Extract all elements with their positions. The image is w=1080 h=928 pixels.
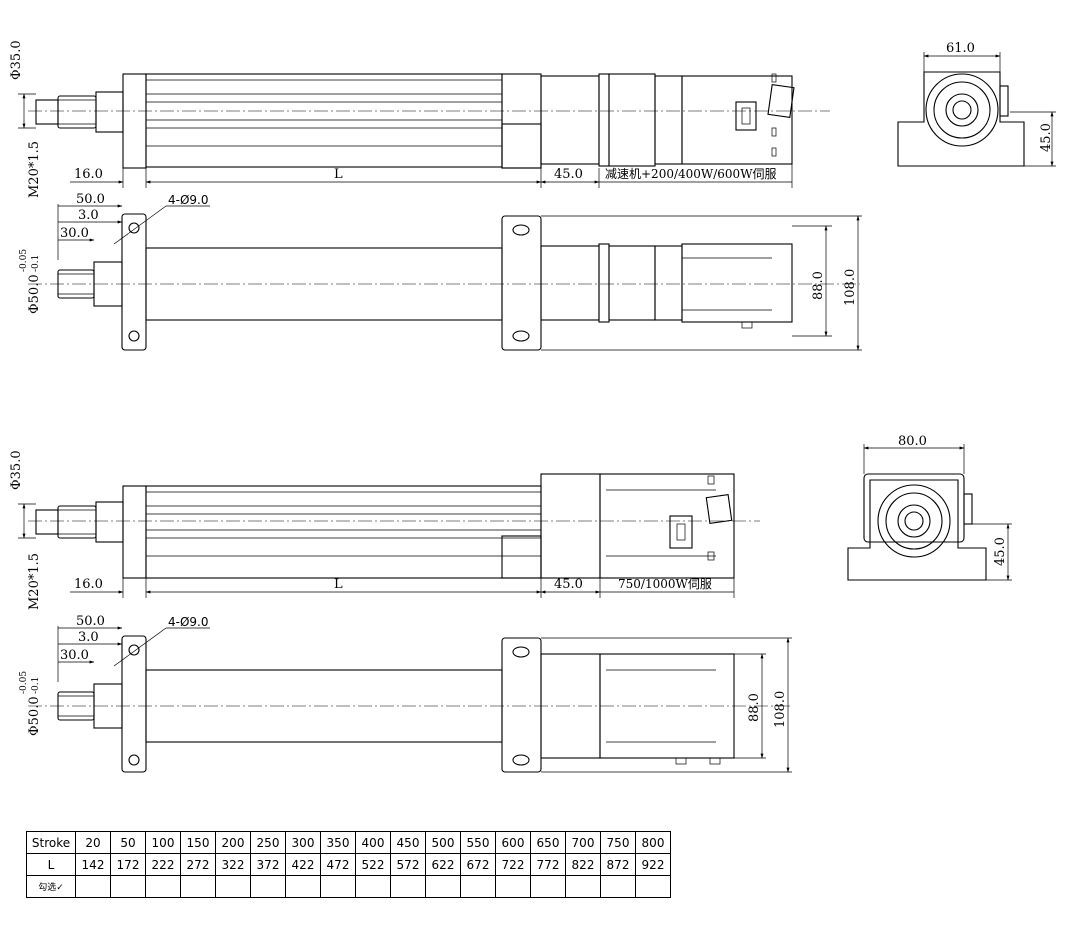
a-dim-108-label: 108.0 xyxy=(843,269,858,306)
b-tol-upper-label: -0.05 xyxy=(19,671,29,694)
check-cell[interactable] xyxy=(390,875,426,898)
check-cell[interactable] xyxy=(355,875,391,898)
stroke-cell: 400 xyxy=(355,831,391,854)
stroke-cell: 350 xyxy=(320,831,356,854)
b-holes-label: 4-Ø9.0 xyxy=(168,615,209,629)
b-end-height-label: 45.0 xyxy=(993,537,1008,566)
a-dia-body-label: Φ50.0 xyxy=(27,274,42,314)
check-cell[interactable] xyxy=(600,875,636,898)
length-cell: 322 xyxy=(215,853,251,876)
length-cell: 672 xyxy=(460,853,496,876)
length-cell: 522 xyxy=(355,853,391,876)
b-dim-108-label: 108.0 xyxy=(773,691,788,728)
stroke-cell: 100 xyxy=(145,831,181,854)
a-dim-16-label: 16.0 xyxy=(74,167,103,182)
b-dia-body-label: Φ50.0 xyxy=(27,696,42,736)
a-dim-L-label: L xyxy=(334,167,343,182)
b-dim-30-label: 30.0 xyxy=(60,648,89,663)
stroke-row-label: Stroke xyxy=(26,831,76,854)
check-cell[interactable] xyxy=(215,875,251,898)
a-tol-upper-label: -0.05 xyxy=(19,249,29,272)
b-thread-label: M20*1.5 xyxy=(27,553,42,610)
a-dim-50-label: 50.0 xyxy=(76,192,105,207)
check-cell[interactable] xyxy=(145,875,181,898)
length-cell: 372 xyxy=(250,853,286,876)
length-cell: 472 xyxy=(320,853,356,876)
stroke-cell: 150 xyxy=(180,831,216,854)
drawing-b-side-view: Φ35.0 M20*1.5 16.0 L 45.0 750/1000W伺服 xyxy=(9,450,760,610)
stroke-cell: 450 xyxy=(390,831,426,854)
stroke-cell: 700 xyxy=(565,831,601,854)
check-cell[interactable] xyxy=(320,875,356,898)
length-cell: 822 xyxy=(565,853,601,876)
stroke-cell: 250 xyxy=(250,831,286,854)
a-dim-3-label: 3.0 xyxy=(78,208,99,223)
check-cell[interactable] xyxy=(495,875,531,898)
drawing-a-end-view: 61.0 45.0 xyxy=(897,41,1056,167)
a-dia-shaft-label: Φ35.0 xyxy=(9,40,24,80)
stroke-cell: 50 xyxy=(110,831,146,854)
check-row: 勾选✓ xyxy=(26,875,671,898)
a-dim-88-label: 88.0 xyxy=(811,271,826,300)
stroke-cell: 600 xyxy=(495,831,531,854)
length-cell: 772 xyxy=(530,853,566,876)
check-cell[interactable] xyxy=(635,875,671,898)
drawing-a-side-view: Φ35.0 M20*1.5 16.0 L 45.0 减速机+200/400W/6… xyxy=(9,40,830,198)
length-cell: 422 xyxy=(285,853,321,876)
length-cell: 572 xyxy=(390,853,426,876)
a-motor-note: 减速机+200/400W/600W伺服 xyxy=(605,167,777,181)
b-motor-note: 750/1000W伺服 xyxy=(618,577,712,591)
drawing-b-top-view: 50.0 3.0 30.0 4-Ø9.0 Φ50.0 -0.05 -0.1 88… xyxy=(19,614,792,773)
a-thread-label: M20*1.5 xyxy=(27,141,42,198)
length-cell: 872 xyxy=(600,853,636,876)
check-row-label: 勾选✓ xyxy=(26,875,76,898)
check-cell[interactable] xyxy=(250,875,286,898)
b-dim-88-label: 88.0 xyxy=(747,693,762,722)
check-cell[interactable] xyxy=(110,875,146,898)
length-cell: 272 xyxy=(180,853,216,876)
check-cell[interactable] xyxy=(565,875,601,898)
check-cell[interactable] xyxy=(180,875,216,898)
b-dim-45-label: 45.0 xyxy=(554,577,583,592)
b-dim-L-label: L xyxy=(334,577,343,592)
a-tol-lower-label: -0.1 xyxy=(31,255,41,272)
length-row-label: L xyxy=(26,853,76,876)
a-dim-30-label: 30.0 xyxy=(60,226,89,241)
a-holes-label: 4-Ø9.0 xyxy=(168,193,209,207)
length-cell: 222 xyxy=(145,853,181,876)
check-cell[interactable] xyxy=(75,875,111,898)
b-tol-lower-label: -0.1 xyxy=(31,677,41,694)
length-cell: 722 xyxy=(495,853,531,876)
length-cell: 622 xyxy=(425,853,461,876)
length-cell: 172 xyxy=(110,853,146,876)
a-dim-45-label: 45.0 xyxy=(554,167,583,182)
drawing-a-top-view: 50.0 3.0 30.0 4-Ø9.0 Φ50.0 -0.05 -0.1 88… xyxy=(19,192,862,351)
check-cell[interactable] xyxy=(285,875,321,898)
b-dim-3-label: 3.0 xyxy=(78,630,99,645)
stroke-cell: 200 xyxy=(215,831,251,854)
stroke-cell: 20 xyxy=(75,831,111,854)
stroke-cell: 800 xyxy=(635,831,671,854)
a-end-width-label: 61.0 xyxy=(946,41,975,56)
stroke-cell: 650 xyxy=(530,831,566,854)
check-cell[interactable] xyxy=(530,875,566,898)
stroke-cell: 300 xyxy=(285,831,321,854)
length-cell: 142 xyxy=(75,853,111,876)
b-dim-16-label: 16.0 xyxy=(74,577,103,592)
stroke-cell: 500 xyxy=(425,831,461,854)
b-dim-50-label: 50.0 xyxy=(76,614,105,629)
b-end-width-label: 80.0 xyxy=(898,434,927,449)
stroke-cell: 550 xyxy=(460,831,496,854)
length-cell: 922 xyxy=(635,853,671,876)
a-end-height-label: 45.0 xyxy=(1039,123,1054,152)
stroke-cell: 750 xyxy=(600,831,636,854)
check-cell[interactable] xyxy=(425,875,461,898)
drawing-b-end-view: 80.0 45.0 xyxy=(847,434,1012,581)
b-dia-shaft-label: Φ35.0 xyxy=(9,450,24,490)
check-cell[interactable] xyxy=(460,875,496,898)
